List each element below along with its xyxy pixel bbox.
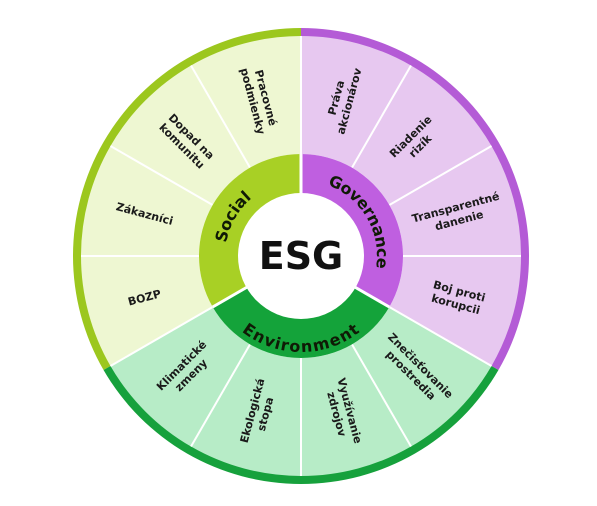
environment-segment — [191, 344, 301, 476]
environment-segment — [110, 307, 250, 447]
social-ring-band — [198, 154, 301, 307]
social-segment — [81, 146, 213, 256]
governance-segment — [301, 36, 411, 168]
segment-divider — [388, 145, 493, 206]
social-outer-arc — [72, 28, 301, 370]
segment-divider — [190, 343, 251, 448]
outer-arc-layer — [72, 28, 529, 484]
environment-ring-band — [212, 287, 390, 358]
segment-divider — [190, 64, 251, 169]
environment-segment — [352, 307, 492, 447]
social-segment — [110, 65, 250, 205]
governance-ring-band — [301, 154, 403, 307]
segment-divider — [109, 306, 214, 367]
segments-layer: PrávaakcionárovRiadenierizíkTransparentn… — [81, 36, 521, 476]
governance-outer-arc — [301, 28, 529, 370]
governance-segment — [389, 256, 521, 366]
environment-segment — [301, 344, 411, 476]
divider-lines — [81, 36, 521, 476]
environment-outer-arc — [103, 365, 499, 484]
governance-segment — [352, 65, 492, 205]
governance-segment — [389, 146, 521, 256]
segment-divider — [388, 306, 493, 367]
center-circle — [238, 193, 364, 319]
social-segment — [81, 256, 213, 366]
segment-divider — [109, 145, 214, 206]
sector-divider — [353, 285, 391, 309]
segment-divider — [351, 343, 412, 448]
sector-divider — [211, 285, 249, 309]
center-label: ESG — [259, 234, 344, 278]
social-segment — [191, 36, 301, 168]
segment-divider — [351, 64, 412, 169]
